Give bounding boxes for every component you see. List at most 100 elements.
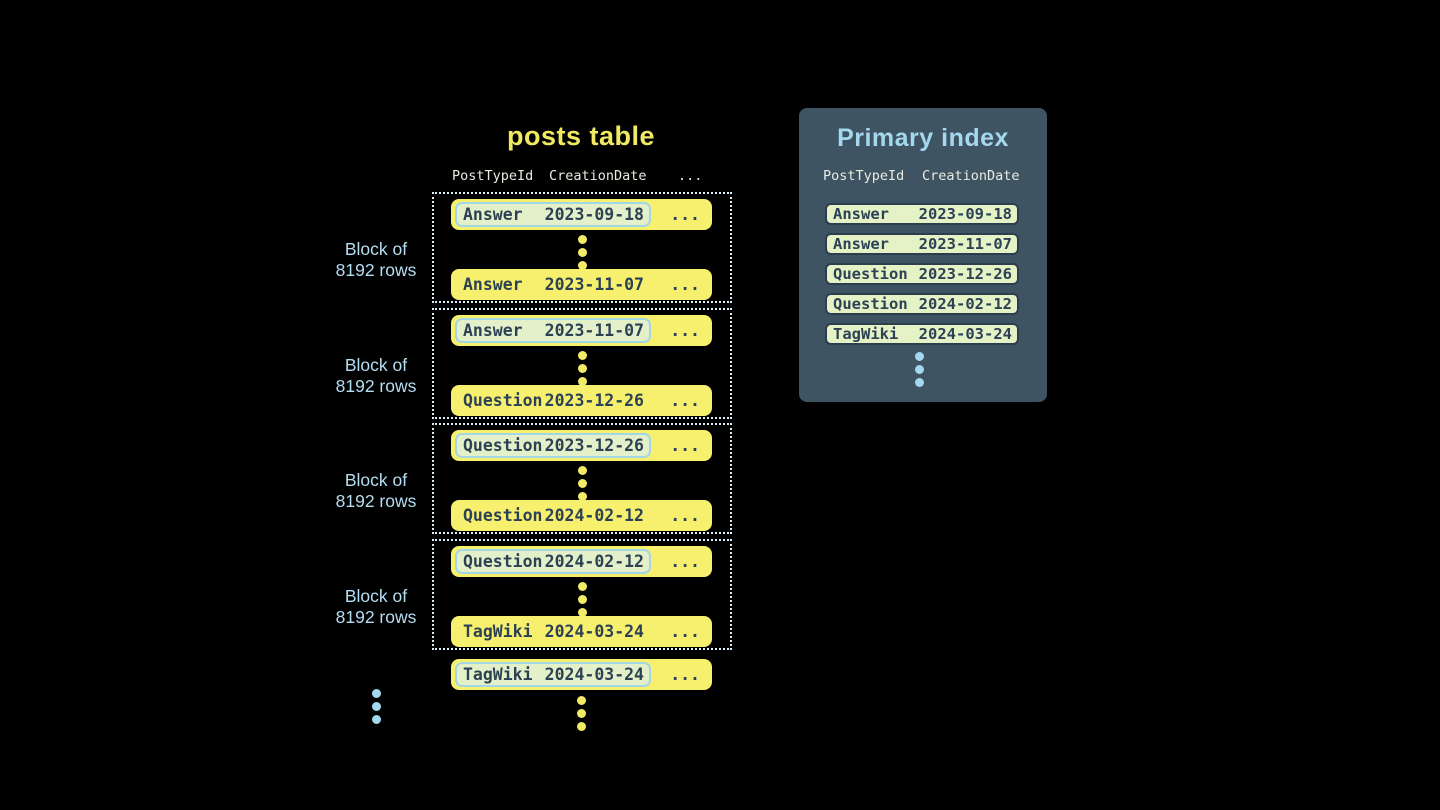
post-type-value: Question — [833, 295, 908, 313]
creation-date-value: 2023-12-26 — [544, 391, 644, 410]
column-header-posttypeid: PostTypeId — [452, 168, 534, 184]
granule-block-1: Answer 2023-09-18 ... Answer 2023-11-07 … — [432, 192, 732, 303]
post-type-value: TagWiki — [833, 325, 899, 343]
creation-date-value: 2023-12-26 — [544, 436, 644, 455]
table-continues-dots — [577, 696, 586, 731]
row-ellipsis: ... — [670, 506, 700, 525]
index-entry-highlight: TagWiki 2024-03-24 — [455, 662, 651, 687]
dot-icon — [577, 608, 587, 617]
block-label-4: Block of 8192 rows — [335, 586, 417, 627]
creation-date-value: 2024-03-24 — [918, 325, 1012, 343]
table-row: Answer 2023-11-07 ... — [451, 269, 712, 300]
block-label-2: Block of 8192 rows — [335, 355, 417, 396]
index-entry-highlight: Answer 2023-11-07 — [455, 318, 651, 343]
dot-icon — [577, 248, 587, 257]
dot-icon — [577, 364, 587, 373]
table-row-overflow: TagWiki 2024-03-24 ... — [451, 659, 712, 690]
dot-icon — [577, 466, 587, 475]
row-ellipsis: ... — [670, 665, 700, 684]
creation-date-value: 2024-02-12 — [544, 506, 644, 525]
creation-date-value: 2023-09-18 — [918, 205, 1012, 223]
rows-ellipsis-dots — [434, 235, 730, 270]
creation-date-value: 2023-12-26 — [918, 265, 1012, 283]
rows-ellipsis-dots — [434, 582, 730, 617]
table-row: TagWiki 2024-03-24 ... — [451, 616, 712, 647]
dot-icon — [372, 702, 381, 711]
creation-date-value: 2024-02-12 — [544, 552, 644, 571]
dot-icon — [577, 235, 587, 244]
row-ellipsis: ... — [670, 552, 700, 571]
dot-icon — [915, 378, 924, 387]
index-continues-dots — [915, 352, 924, 387]
dot-icon — [577, 479, 587, 488]
dot-icon — [577, 722, 586, 731]
index-entry-highlight: Question 2023-12-26 — [455, 433, 651, 458]
creation-date-value: 2023-11-07 — [918, 235, 1012, 253]
dot-icon — [577, 351, 587, 360]
post-type-value: Question — [463, 506, 543, 525]
row-ellipsis: ... — [670, 205, 700, 224]
rows-ellipsis-dots — [434, 466, 730, 501]
granule-block-4: Question 2024-02-12 ... TagWiki 2024-03-… — [432, 539, 732, 650]
dot-icon — [577, 261, 587, 270]
table-row: Answer 2023-11-07 ... — [451, 315, 712, 346]
dot-icon — [577, 377, 587, 386]
post-type-value: Answer — [463, 275, 523, 294]
table-row: Question 2024-02-12 ... — [451, 546, 712, 577]
table-row: Question 2024-02-12 ... — [451, 500, 712, 531]
row-ellipsis: ... — [670, 275, 700, 294]
granule-block-3: Question 2023-12-26 ... Question 2024-02… — [432, 423, 732, 534]
dot-icon — [915, 365, 924, 374]
dot-icon — [577, 709, 586, 718]
post-type-value: Question — [463, 436, 543, 455]
row-ellipsis: ... — [670, 391, 700, 410]
post-type-value: Question — [463, 552, 543, 571]
index-row: Answer 2023-11-07 — [825, 233, 1019, 255]
dot-icon — [915, 352, 924, 361]
column-header-creationdate: CreationDate — [549, 168, 647, 184]
primary-index-title: Primary index — [837, 124, 1009, 152]
post-type-value: Answer — [833, 205, 889, 223]
post-type-value: Question — [463, 391, 543, 410]
row-ellipsis: ... — [670, 436, 700, 455]
rows-ellipsis-dots — [434, 351, 730, 386]
index-row: Answer 2023-09-18 — [825, 203, 1019, 225]
column-header-posttypeid: PostTypeId — [823, 168, 905, 184]
table-row: Question 2023-12-26 ... — [451, 385, 712, 416]
creation-date-value: 2023-11-07 — [544, 321, 644, 340]
dot-icon — [577, 595, 587, 604]
index-entry-highlight: Question 2024-02-12 — [455, 549, 651, 574]
dot-icon — [577, 492, 587, 501]
dot-icon — [372, 715, 381, 724]
post-type-value: Answer — [463, 205, 523, 224]
block-label-1: Block of 8192 rows — [335, 239, 417, 280]
column-header-creationdate: CreationDate — [922, 168, 1020, 184]
row-ellipsis: ... — [670, 622, 700, 641]
table-row: Answer 2023-09-18 ... — [451, 199, 712, 230]
creation-date-value: 2023-09-18 — [544, 205, 644, 224]
granule-block-2: Answer 2023-11-07 ... Question 2023-12-2… — [432, 308, 732, 419]
dot-icon — [577, 582, 587, 591]
row-ellipsis: ... — [670, 321, 700, 340]
index-entry-highlight: Answer 2023-09-18 — [455, 202, 651, 227]
block-label-3: Block of 8192 rows — [335, 470, 417, 511]
index-row: TagWiki 2024-03-24 — [825, 323, 1019, 345]
creation-date-value: 2024-03-24 — [544, 665, 644, 684]
post-type-value: Question — [833, 265, 908, 283]
dot-icon — [372, 689, 381, 698]
index-row: Question 2024-02-12 — [825, 293, 1019, 315]
post-type-value: Answer — [463, 321, 523, 340]
creation-date-value: 2023-11-07 — [544, 275, 644, 294]
creation-date-value: 2024-02-12 — [918, 295, 1012, 313]
primary-index-panel: Primary index PostTypeId CreationDate An… — [799, 108, 1047, 402]
post-type-value: TagWiki — [463, 622, 533, 641]
column-header-more: ... — [678, 168, 703, 184]
table-row: Question 2023-12-26 ... — [451, 430, 712, 461]
post-type-value: TagWiki — [463, 665, 533, 684]
post-type-value: Answer — [833, 235, 889, 253]
dot-icon — [577, 696, 586, 705]
index-row: Question 2023-12-26 — [825, 263, 1019, 285]
blocks-continue-dots — [372, 689, 381, 724]
creation-date-value: 2024-03-24 — [544, 622, 644, 641]
